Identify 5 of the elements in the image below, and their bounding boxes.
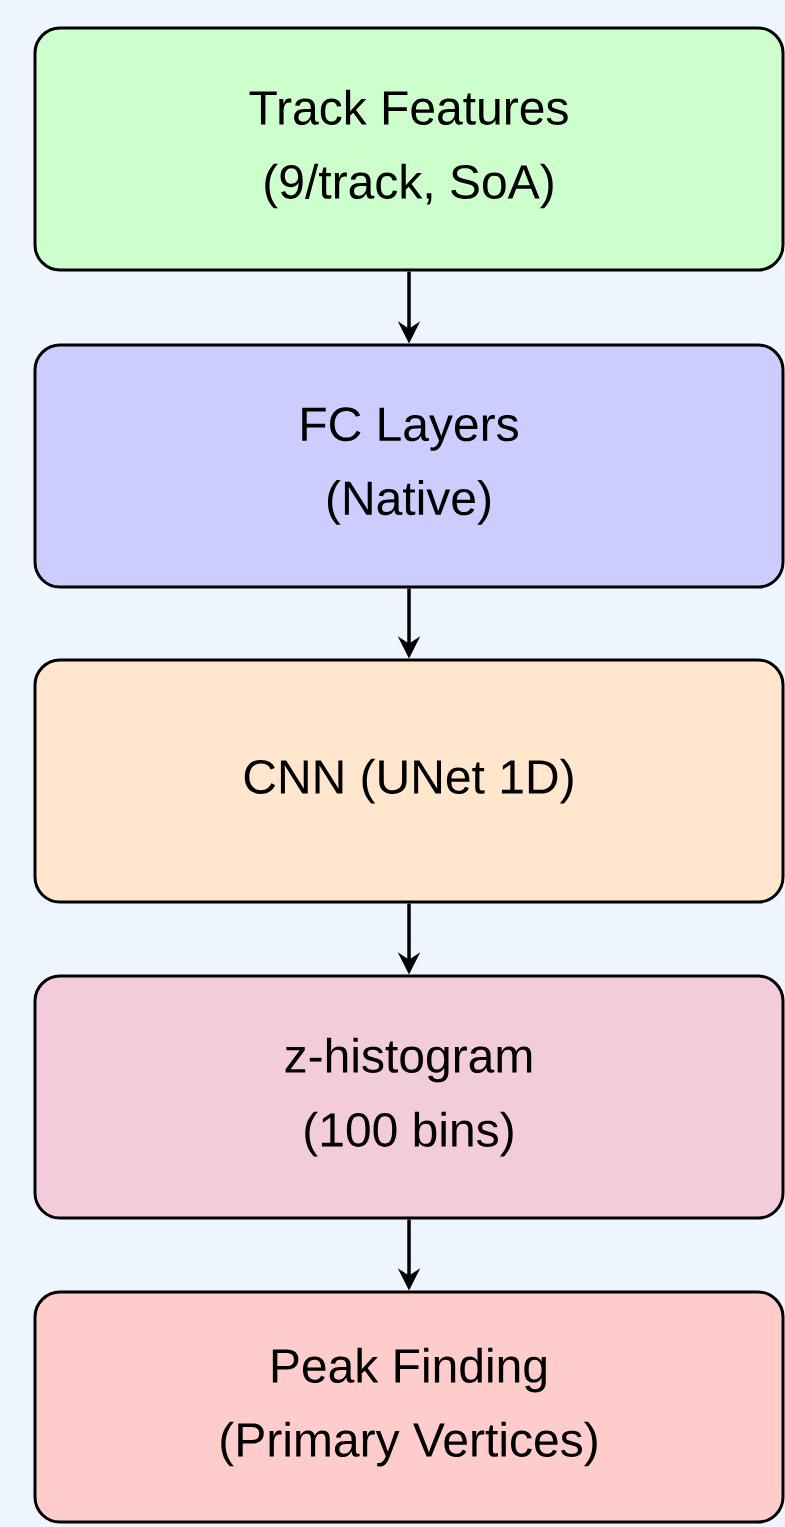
process-box: z-histogram (100 bins) [33,974,785,1220]
process-box: Track Features (9/track, SoA) [33,26,785,272]
process-box: CNN (UNet 1D) [33,658,785,904]
process-box: FC Layers (Native) [33,343,785,589]
process-box: Peak Finding (Primary Vertices) [33,1290,785,1524]
